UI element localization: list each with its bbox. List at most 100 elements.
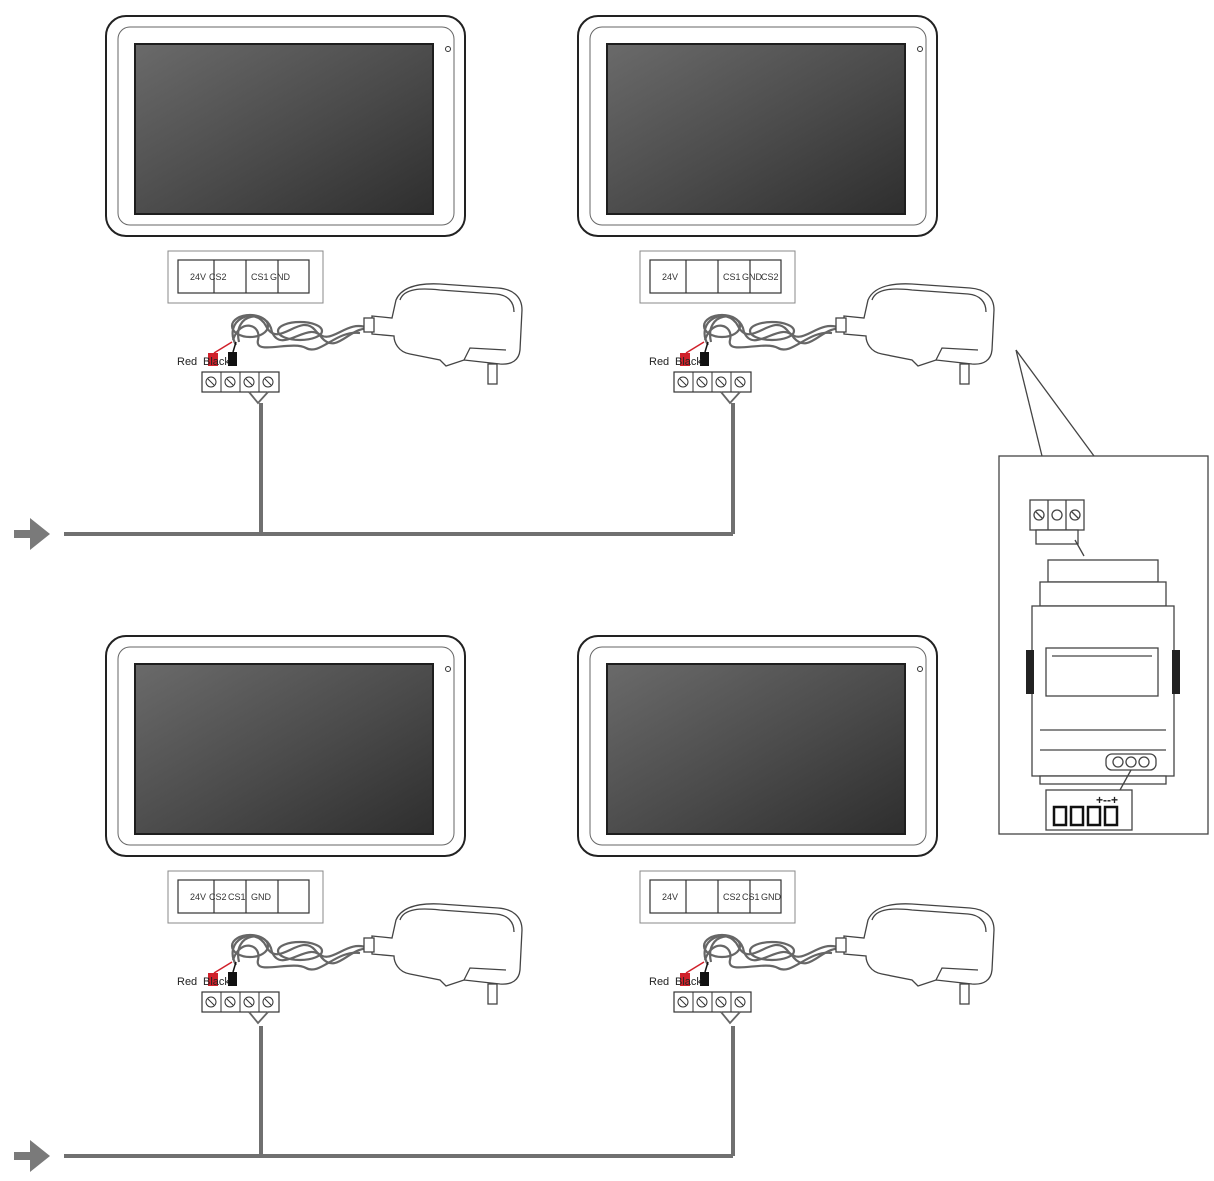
- power-adapter-icon: [835, 903, 995, 1005]
- screw-slot: [698, 998, 706, 1006]
- monitor-screen: [134, 43, 434, 215]
- monitor-screen: [134, 663, 434, 835]
- terminal-label: CS2: [723, 892, 741, 902]
- red-wire-label: Red: [649, 356, 669, 368]
- black-wire: [704, 961, 709, 973]
- cable-loop: [230, 933, 270, 959]
- cable-loop: [276, 940, 324, 962]
- adapter-edge: [871, 288, 987, 313]
- cable-loop: [702, 313, 742, 339]
- screw-slot: [207, 378, 215, 386]
- terminal-label: CS1: [723, 272, 741, 282]
- cable-path: [231, 944, 361, 971]
- red-wire: [685, 961, 705, 974]
- power-adapter-icon: [363, 283, 523, 385]
- polarity-label: +--+: [1096, 793, 1118, 807]
- screw-slot: [679, 378, 687, 386]
- terminal-label: GND: [742, 272, 763, 282]
- terminal-block-icon: [1029, 499, 1085, 557]
- adapter-body: [843, 903, 995, 987]
- callout-pointer: [1015, 349, 1095, 457]
- monitor-icon: [577, 15, 938, 237]
- screw-slot: [245, 378, 253, 386]
- screw-terminal-row: [673, 371, 752, 405]
- screw-slot: [245, 998, 253, 1006]
- terminal-label: 24V: [662, 892, 678, 902]
- adapter-detail: [935, 347, 979, 361]
- monitor-screen: [606, 43, 906, 215]
- power-adapter-icon: [363, 903, 523, 1005]
- adapter-strain-relief: [363, 317, 375, 333]
- cable-path: [237, 935, 373, 965]
- cable-path: [703, 315, 841, 346]
- red-wire-end: [680, 973, 690, 986]
- cable-path: [231, 324, 361, 351]
- adapter-strain-relief: [835, 317, 847, 333]
- terminal-label: GND: [251, 892, 272, 902]
- indicator-led: [445, 46, 451, 52]
- adapter-body: [371, 283, 523, 367]
- terminal-label: CS2: [209, 892, 227, 902]
- cable-loop: [702, 933, 742, 959]
- screw-terminal-row: [201, 371, 280, 405]
- terminal-label: CS1: [742, 892, 760, 902]
- black-wire-label: Black: [203, 356, 230, 368]
- cable-path: [231, 935, 369, 966]
- cable-path: [231, 315, 369, 346]
- power-supply-callout: [998, 349, 1209, 835]
- terminal-strip-box: [177, 879, 310, 914]
- black-wire-label: Black: [675, 356, 702, 368]
- screw-slot: [698, 378, 706, 386]
- terminal-label: 24V: [662, 272, 678, 282]
- terminal-label: CS1: [228, 892, 246, 902]
- monitor-icon: [105, 15, 466, 237]
- callout-pointer: [1015, 349, 1043, 457]
- monitor-icon: [105, 635, 466, 857]
- black-wire: [232, 961, 237, 973]
- terminal-label: CS2: [761, 272, 779, 282]
- adapter-detail: [935, 967, 979, 981]
- bus-junction: [248, 391, 269, 405]
- screw-slot: [679, 998, 687, 1006]
- terminal-label: CS1: [251, 272, 269, 282]
- terminal-label: GND: [270, 272, 291, 282]
- screw-slot: [264, 378, 272, 386]
- red-wire-end: [208, 973, 218, 986]
- adapter-strain-relief: [363, 937, 375, 953]
- black-wire-end: [228, 972, 237, 986]
- screw-slot: [736, 378, 744, 386]
- adapter-edge: [871, 908, 987, 933]
- red-wire-label: Red: [649, 976, 669, 988]
- black-wire-end: [228, 352, 237, 366]
- screw-terminal-icon: [1045, 769, 1133, 831]
- screw-slot: [207, 998, 215, 1006]
- cable-path: [703, 935, 841, 966]
- cable-loop: [748, 320, 796, 342]
- cable-path: [703, 324, 833, 351]
- red-wire-label: Red: [177, 976, 197, 988]
- black-wire-label: Black: [203, 976, 230, 988]
- red-wire: [685, 341, 705, 354]
- indicator-led: [917, 666, 923, 672]
- red-wire-label: Red: [177, 356, 197, 368]
- black-wire-end: [700, 972, 709, 986]
- screw-terminal-row: [673, 991, 752, 1025]
- black-wire-label: Black: [675, 976, 702, 988]
- black-wire: [704, 341, 709, 353]
- cable-loop: [230, 313, 270, 339]
- terminal-label: 24V: [190, 892, 206, 902]
- adapter-detail: [463, 347, 507, 361]
- red-wire: [213, 961, 233, 974]
- adapter-edge: [399, 288, 515, 313]
- screw-slot: [226, 998, 234, 1006]
- terminal-label: GND: [761, 892, 782, 902]
